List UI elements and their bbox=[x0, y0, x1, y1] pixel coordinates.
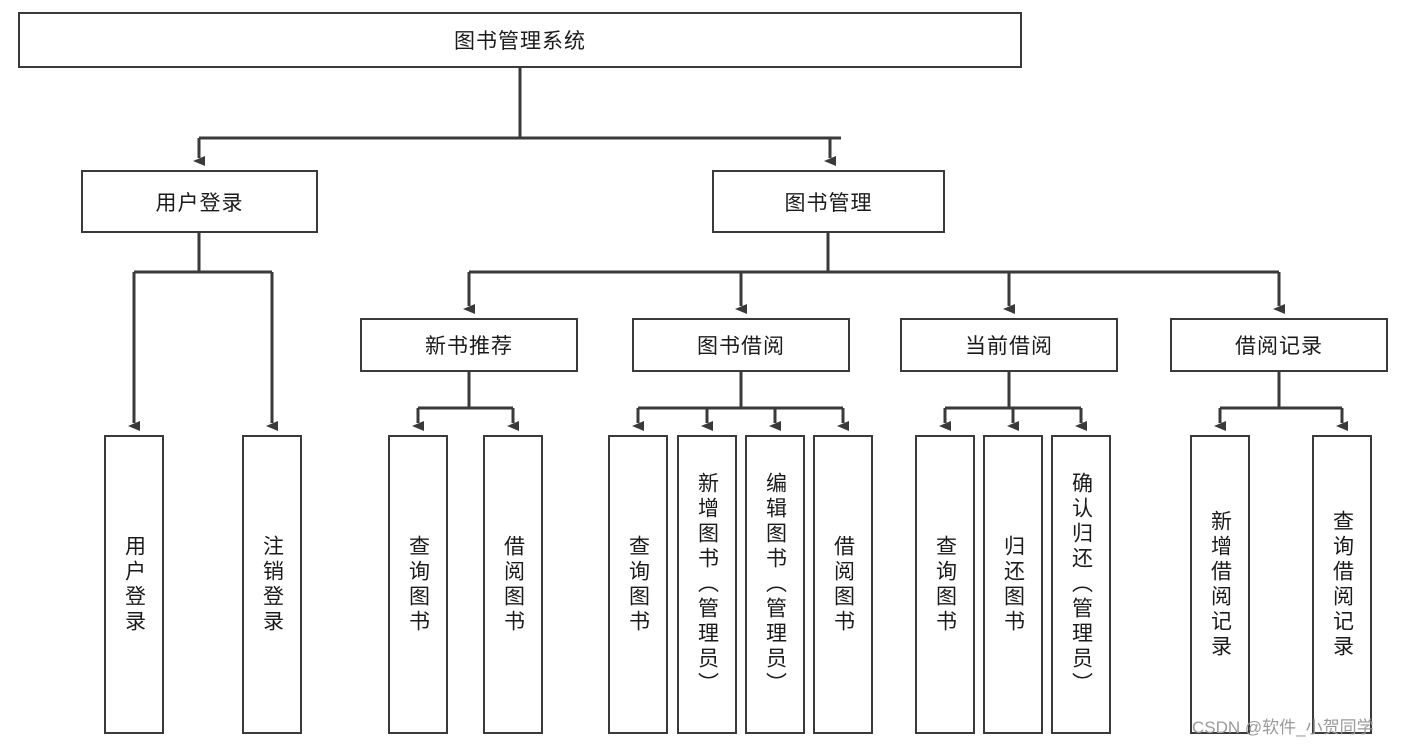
node-book-borrow[interactable]: 图书借阅 bbox=[632, 318, 850, 372]
leaf-newbook-borrow[interactable]: 借阅图书 bbox=[483, 435, 543, 734]
node-user-login[interactable]: 用户登录 bbox=[81, 170, 318, 233]
node-label: 图书借阅 bbox=[697, 335, 785, 358]
node-label: 新增借阅记录 bbox=[1208, 509, 1232, 660]
node-label: 图书管理 bbox=[784, 191, 873, 215]
leaf-current-confirm[interactable]: 确认归还（管理员） bbox=[1051, 435, 1111, 734]
leaf-logout[interactable]: 注销登录 bbox=[242, 435, 302, 734]
node-current-borrow[interactable]: 当前借阅 bbox=[900, 318, 1118, 372]
node-label: 编辑图书（管理员） bbox=[763, 472, 787, 697]
node-label: 注销登录 bbox=[260, 534, 284, 635]
node-label: 查询图书 bbox=[933, 534, 957, 635]
csdn-watermark: CSDN @软件_小贺同学 bbox=[1192, 718, 1374, 737]
node-label: 查询借阅记录 bbox=[1330, 509, 1354, 660]
node-label: 当前借阅 bbox=[965, 335, 1053, 358]
leaf-current-query[interactable]: 查询图书 bbox=[915, 435, 975, 734]
leaf-user-login[interactable]: 用户登录 bbox=[104, 435, 164, 734]
node-label: 新增图书（管理员） bbox=[695, 472, 719, 697]
node-root[interactable]: 图书管理系统 bbox=[18, 12, 1022, 68]
node-label: 查询图书 bbox=[406, 534, 430, 635]
node-book-manage[interactable]: 图书管理 bbox=[712, 170, 945, 233]
node-label: 用户登录 bbox=[122, 534, 146, 635]
leaf-borrow-borrow[interactable]: 借阅图书 bbox=[813, 435, 873, 734]
leaf-borrow-query[interactable]: 查询图书 bbox=[608, 435, 668, 734]
node-label: 归还图书 bbox=[1001, 534, 1025, 635]
node-label: 确认归还（管理员） bbox=[1069, 472, 1093, 697]
leaf-borrow-add[interactable]: 新增图书（管理员） bbox=[677, 435, 737, 734]
node-borrow-record[interactable]: 借阅记录 bbox=[1170, 318, 1388, 372]
leaf-borrow-edit[interactable]: 编辑图书（管理员） bbox=[745, 435, 805, 734]
node-label: 查询图书 bbox=[626, 534, 650, 635]
node-label: 用户登录 bbox=[155, 191, 244, 215]
node-label: 图书管理系统 bbox=[454, 30, 586, 53]
leaf-current-return[interactable]: 归还图书 bbox=[983, 435, 1043, 734]
leaf-newbook-query[interactable]: 查询图书 bbox=[388, 435, 448, 734]
node-new-book[interactable]: 新书推荐 bbox=[360, 318, 578, 372]
node-label: 借阅图书 bbox=[501, 534, 525, 635]
node-label: 借阅记录 bbox=[1235, 335, 1323, 358]
leaf-record-add[interactable]: 新增借阅记录 bbox=[1190, 435, 1250, 734]
leaf-record-query[interactable]: 查询借阅记录 bbox=[1312, 435, 1372, 734]
node-label: 新书推荐 bbox=[425, 335, 513, 358]
node-label: 借阅图书 bbox=[831, 534, 855, 635]
